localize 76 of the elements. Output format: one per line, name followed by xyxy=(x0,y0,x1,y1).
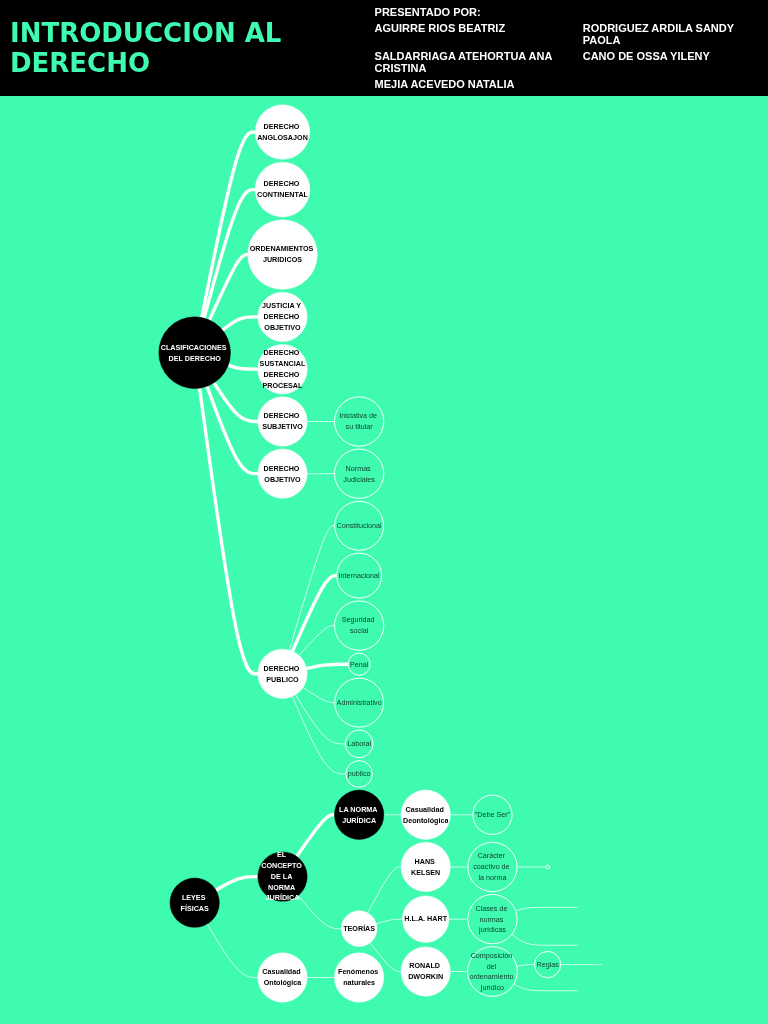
node-circle xyxy=(334,396,385,447)
node-circle xyxy=(534,951,562,979)
node-circle xyxy=(257,648,308,699)
node-circle xyxy=(467,946,519,997)
connector-line xyxy=(202,187,256,319)
connector-line xyxy=(513,983,579,992)
connector-line xyxy=(307,473,336,475)
node-circle xyxy=(334,500,385,551)
node-circle xyxy=(467,894,518,945)
connector-line xyxy=(200,130,256,318)
title: INTRODUCCION AL DERECHO xyxy=(10,18,283,78)
connector-line xyxy=(295,813,335,858)
node-circle xyxy=(257,952,308,1003)
connector-line xyxy=(302,687,336,703)
connector-line xyxy=(207,923,259,978)
node-circle xyxy=(472,794,513,835)
presenter-name: RODRIGUEZ ARDILA SANDY PAOLA xyxy=(582,22,735,46)
connector-line xyxy=(307,421,336,422)
node-circle xyxy=(255,104,311,160)
connector-line xyxy=(516,964,536,967)
connector-line xyxy=(515,907,579,912)
connector-line xyxy=(450,814,474,816)
connector-line xyxy=(205,385,259,476)
connector-line xyxy=(298,625,336,656)
node-circle xyxy=(257,292,308,342)
node-circle xyxy=(257,448,308,499)
connector-line xyxy=(289,525,336,651)
connector-line xyxy=(208,252,249,321)
node-circle xyxy=(158,316,231,389)
connector-line xyxy=(306,662,349,671)
node-circle xyxy=(545,864,551,870)
node-circle xyxy=(401,789,451,840)
connector-line xyxy=(450,971,469,972)
node-circle xyxy=(402,895,450,943)
node-circle xyxy=(257,396,308,447)
node-circle xyxy=(257,344,308,395)
node-circle xyxy=(247,219,318,290)
connector-line xyxy=(221,315,259,332)
connector-line xyxy=(511,933,579,946)
connector-line xyxy=(215,874,259,892)
connector-line xyxy=(560,964,603,965)
node-circle xyxy=(345,760,374,788)
connector-line xyxy=(376,918,404,925)
connector-line xyxy=(367,866,402,914)
connector-line xyxy=(212,381,259,424)
node-circle xyxy=(334,448,385,499)
node-circle xyxy=(401,946,451,997)
node-circle xyxy=(334,677,385,728)
connector-line xyxy=(517,866,547,868)
presenter-name: CANO DE OSSA YILENY xyxy=(582,50,711,64)
presenter-name: AGUIRRE RIOS BEATRIZ xyxy=(374,22,507,36)
connector-line xyxy=(370,942,402,972)
node-circle xyxy=(467,841,518,893)
node-circle xyxy=(347,652,371,676)
node-circle xyxy=(334,952,385,1003)
connector-line xyxy=(227,363,258,371)
connector-line xyxy=(307,977,336,978)
connector-line xyxy=(291,573,337,652)
presenter-name: SALDARRIAGA ATEHORTUA ANA CRISTINA xyxy=(374,50,553,74)
node-circle xyxy=(334,789,385,840)
connector-line xyxy=(383,814,402,816)
node-circle xyxy=(341,910,378,947)
presenter-heading: PRESENTADO POR: xyxy=(374,6,482,18)
node-circle xyxy=(334,600,385,651)
presenter-name: MEJIA ACEVEDO NATALIA xyxy=(374,78,516,90)
node-circle xyxy=(336,552,383,599)
node-circle xyxy=(255,161,311,218)
connector-line xyxy=(450,866,469,868)
connector-line xyxy=(298,895,342,930)
connector-line xyxy=(295,694,346,745)
connector-line xyxy=(448,918,469,920)
node-circle xyxy=(170,877,220,928)
node-circle xyxy=(401,842,451,892)
connector-line xyxy=(292,696,347,775)
node-circle xyxy=(345,729,374,759)
node-circle xyxy=(257,851,308,902)
